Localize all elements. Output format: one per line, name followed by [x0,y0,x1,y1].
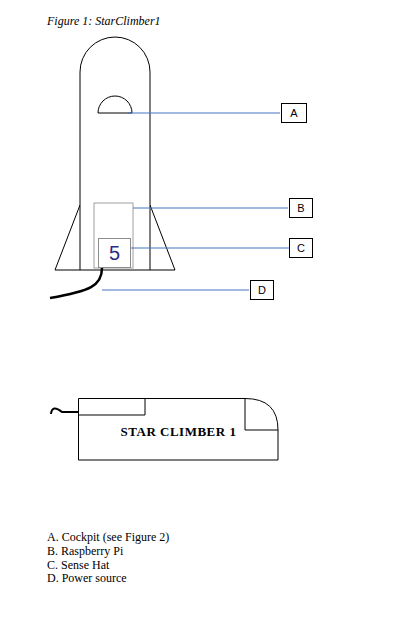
callout-letter: C [297,242,305,254]
callout-box: C [289,238,313,258]
display-digit: 5 [109,242,120,265]
part-key: A. Cockpit (see Figure 2) [47,530,169,545]
part-key: D. Power source [47,571,127,586]
rocket-name: STAR CLIMBER 1 [121,424,237,440]
callout-letter: B [297,202,304,214]
leader-line [131,248,289,249]
part-key: B. Raspberry Pi [47,544,123,559]
part-key: C. Sense Hat [47,558,109,573]
callout-letter: A [290,107,297,119]
callout-box: D [250,280,274,300]
callout-letter: D [258,284,266,296]
sense-hat-box: 5 [98,238,131,268]
callout-box: A [281,103,307,123]
figure-title: Figure 1: StarClimber1 [47,14,161,29]
rocket-body: STAR CLIMBER 1 [78,398,279,461]
callout-box: B [289,198,313,218]
